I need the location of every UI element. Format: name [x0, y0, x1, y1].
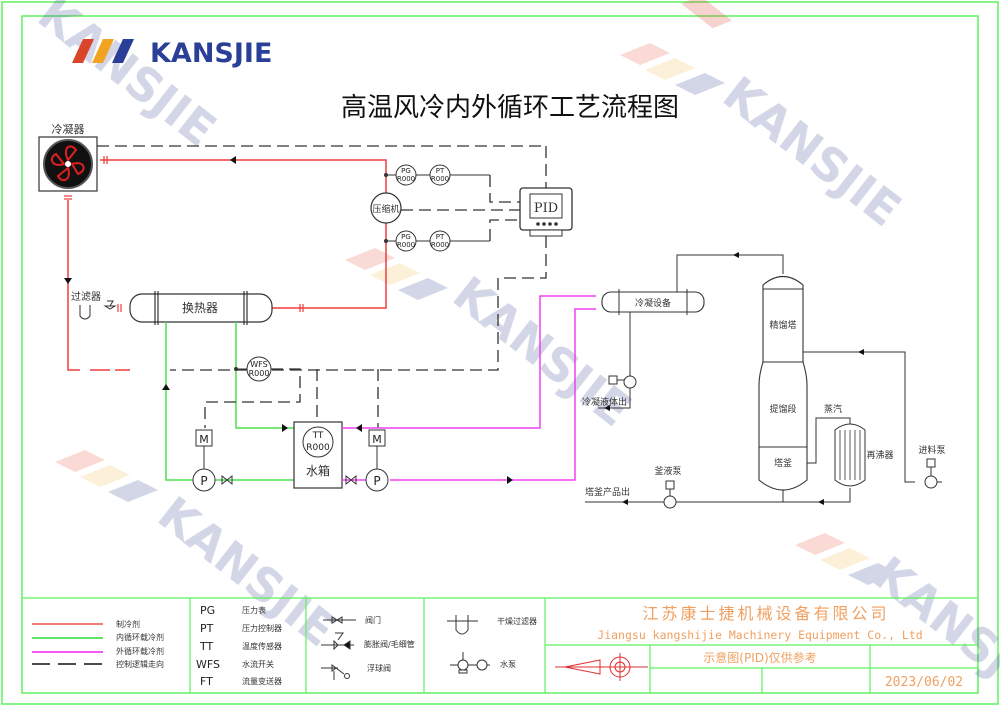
- instrument-tag: PG: [401, 167, 411, 175]
- brand-name: KANSJIE: [150, 38, 272, 69]
- instrument-value: R000: [431, 241, 449, 249]
- dry-filter-icon: [447, 615, 478, 635]
- code-desc: 压力控制器: [242, 623, 282, 633]
- diagram-title: 高温风冷内外循环工艺流程图: [341, 93, 679, 123]
- code: FT: [200, 675, 213, 688]
- watermark-stripes: [55, 43, 898, 585]
- instrument-value: R000: [397, 241, 415, 249]
- water-tank: TT R000 水箱: [293, 421, 343, 489]
- symbol-label: 干燥过滤器: [497, 616, 537, 626]
- bottom-product-out-label: 塔釜产品出: [585, 486, 630, 498]
- compressor-label: 压缩机: [372, 203, 399, 215]
- heat-exchanger-label: 换热器: [182, 301, 218, 315]
- condenser: 冷凝器: [38, 122, 98, 192]
- outer-pump: M P: [365, 429, 389, 492]
- condenser-label: 冷凝器: [52, 122, 85, 136]
- instrument-value: R000: [249, 369, 270, 378]
- column-bottom-label: 塔釜: [774, 457, 792, 469]
- heat-exchanger: 换热器: [129, 291, 273, 325]
- instrument-row-bottom: PG R000 PT R000: [384, 230, 490, 252]
- expansion-valve-icon: [103, 300, 117, 310]
- code: PG: [200, 604, 215, 617]
- symbol-label: 膨胀阀/毛细管: [364, 639, 415, 649]
- code-desc: 流量变送器: [242, 676, 282, 686]
- instrument-tag: PT: [436, 167, 445, 175]
- symbol-label: 水泵: [500, 659, 516, 669]
- instrument-value: R000: [431, 175, 449, 183]
- distillation-column: [758, 275, 808, 491]
- wfs-switch: WFS R000: [234, 356, 272, 382]
- reboiler: 再沸器: [834, 423, 894, 487]
- valve-icon: [345, 474, 357, 486]
- dry-filter-icon: [79, 305, 91, 320]
- legend-label: 控制逻辑走向: [116, 659, 164, 669]
- legend-label: 外循环载冷剂: [116, 646, 164, 656]
- instrument-value: R000: [306, 443, 330, 453]
- company-name-en: Jiangsu kangshijie Machinery Equipment C…: [597, 628, 922, 642]
- company-name-cn: 江苏康士捷机械设备有限公司: [642, 604, 889, 623]
- motor-label: M: [372, 433, 382, 446]
- pump-label: P: [200, 474, 207, 488]
- logo-stripe-blue: [112, 39, 134, 63]
- flow-arrow: [230, 156, 236, 164]
- watermark-text: KANSJIE: [713, 66, 911, 237]
- column-mid-label: 提馏段: [769, 403, 796, 415]
- instrument-value: R000: [397, 175, 415, 183]
- legend-codes: PG 压力表 PT 压力控制器 TT 温度传感器 WFS 水流开关 FT 流量变…: [196, 604, 282, 688]
- compressor: 压缩机: [370, 192, 402, 224]
- instrument-tag: PT: [436, 233, 445, 241]
- steam-label: 蒸汽: [824, 403, 842, 415]
- code: TT: [199, 640, 214, 653]
- inner-loop: [165, 322, 294, 481]
- pid-label: PID: [534, 201, 558, 216]
- motor-label: M: [199, 433, 209, 446]
- drawing-date: 2023/06/02: [885, 675, 963, 690]
- code: PT: [200, 622, 214, 635]
- instrument-tag: TT: [312, 431, 324, 441]
- instrument-row-top: PG R000 PT R000: [384, 164, 490, 186]
- brand-logo: KANSJIE: [72, 38, 272, 69]
- float-valve-icon: [321, 664, 350, 680]
- projection-symbol-icon: [555, 653, 648, 681]
- flow-arrow: [64, 278, 72, 284]
- legend-symbols-b: [447, 615, 490, 674]
- legend-label: 制冷剂: [116, 619, 140, 629]
- reference-note: 示意图(PID)仅供参考: [703, 650, 816, 665]
- pump-label: P: [373, 474, 380, 488]
- condensing-unit-label: 冷凝设备: [635, 297, 671, 309]
- valve-icon: [323, 616, 356, 624]
- code-desc: 压力表: [242, 605, 266, 615]
- feed-pump: 进料泵: [918, 444, 946, 489]
- valve-icon: [221, 474, 233, 486]
- legend-frame: [22, 597, 978, 693]
- inner-border: [21, 15, 979, 694]
- expansion-valve-icon: [321, 632, 354, 651]
- refrigerant-loop: [67, 159, 387, 371]
- logo-stripe-red: [72, 39, 94, 63]
- water-tank-label: 水箱: [306, 463, 330, 478]
- legend-symbols-a: [321, 616, 356, 680]
- logo-stripe-orange: [92, 39, 114, 63]
- code-desc: 温度传感器: [242, 641, 282, 651]
- reboiler-label: 再沸器: [866, 449, 893, 461]
- legend-lines: 制冷剂 内循环载冷剂 外循环载冷剂 控制逻辑走向: [32, 619, 164, 669]
- code: WFS: [196, 658, 220, 671]
- legend-label: 内循环载冷剂: [116, 632, 164, 642]
- symbol-label: 阀门: [365, 615, 381, 625]
- instrument-tag: WFS: [250, 360, 267, 369]
- kettle-pump: 釜液泵: [654, 465, 682, 509]
- column-top-label: 精馏塔: [769, 319, 796, 331]
- condensing-unit: 冷凝设备: [601, 289, 705, 315]
- code-desc: 水流开关: [242, 659, 274, 669]
- filter-label: 过滤器: [71, 290, 101, 303]
- pid-controller: PID: [519, 187, 573, 237]
- feed-pump-label: 进料泵: [918, 444, 945, 456]
- inner-pump: M P: [192, 429, 216, 492]
- condensate-out-label: 冷凝液体出: [582, 396, 627, 408]
- instrument-tag: PG: [401, 233, 411, 241]
- symbol-label: 浮球阀: [367, 663, 391, 673]
- kettle-pump-label: 釜液泵: [654, 465, 681, 477]
- water-pump-icon: [450, 652, 490, 674]
